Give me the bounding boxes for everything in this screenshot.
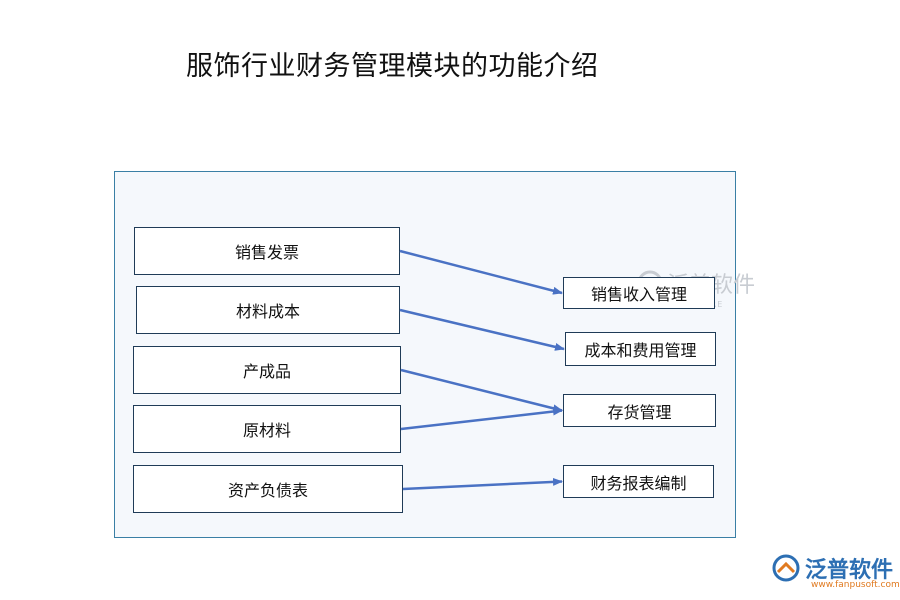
target-label: 财务报表编制: [590, 473, 687, 493]
brand-url: www.fanpusoft.com: [811, 580, 900, 590]
source-box-balance-sheet: 资产负债表: [133, 465, 403, 513]
target-box-inventory: 存货管理: [563, 394, 716, 427]
source-label: 资产负债表: [227, 481, 308, 500]
brand-logo: 泛普软件 www.fanpusoft.com: [771, 552, 900, 590]
target-box-financial-statements: 财务报表编制: [563, 465, 714, 498]
brand-name: 泛普软件: [805, 558, 894, 583]
source-label: 销售发票: [234, 243, 299, 262]
target-box-cost-expense: 成本和费用管理: [565, 332, 716, 366]
source-box-finished-goods: 产成品: [133, 346, 401, 394]
target-box-sales-revenue: 销售收入管理: [563, 277, 715, 309]
source-label: 产成品: [242, 362, 291, 381]
diagram-title: 服饰行业财务管理模块的功能介绍: [186, 51, 599, 82]
target-label: 存货管理: [607, 402, 672, 422]
source-label: 材料成本: [235, 302, 300, 321]
target-label: 成本和费用管理: [584, 341, 697, 360]
source-box-raw-materials: 原材料: [133, 405, 401, 453]
source-box-material-cost: 材料成本: [136, 286, 400, 334]
source-box-sales-invoice: 销售发票: [134, 227, 400, 275]
brand-logo-icon: [772, 554, 800, 582]
source-label: 原材料: [242, 421, 291, 440]
target-label: 销售收入管理: [590, 285, 687, 304]
